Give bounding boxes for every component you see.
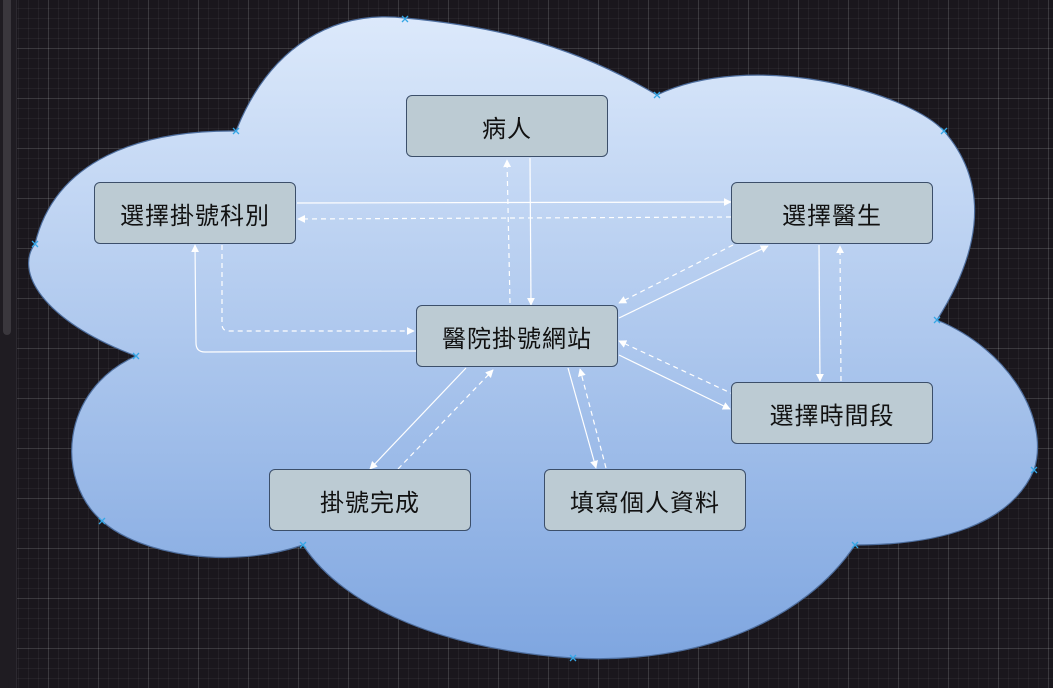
edge-doctor-to-site[interactable] xyxy=(618,244,734,304)
node-select-time[interactable]: 選擇時間段 xyxy=(731,382,933,444)
control-point-icon[interactable] xyxy=(132,352,140,360)
edge-time-to-doctor[interactable] xyxy=(836,245,845,382)
control-point-icon[interactable] xyxy=(232,127,240,135)
edge-site-to-time[interactable] xyxy=(618,354,731,410)
node-fill-personal-info[interactable]: 填寫個人資料 xyxy=(544,469,746,531)
connectors xyxy=(191,157,845,470)
node-registration-done[interactable]: 掛號完成 xyxy=(269,469,471,531)
edge-site-to-patient[interactable] xyxy=(503,159,512,304)
control-point-icon[interactable] xyxy=(933,316,941,324)
edge-info-to-site[interactable] xyxy=(577,368,607,469)
node-hospital-site[interactable]: 醫院掛號網站 xyxy=(416,305,618,367)
edge-site-to-doctor[interactable] xyxy=(618,245,769,319)
edge-done-to-site[interactable] xyxy=(397,369,494,470)
edge-site-to-done[interactable] xyxy=(369,367,467,470)
control-point-icon[interactable] xyxy=(299,541,307,549)
control-point-icon[interactable] xyxy=(98,517,106,525)
node-patient[interactable]: 病人 xyxy=(406,95,608,157)
edge-department-to-doctor[interactable] xyxy=(296,198,732,207)
edge-time-to-site[interactable] xyxy=(618,340,736,396)
node-select-doctor[interactable]: 選擇醫生 xyxy=(731,182,933,244)
node-select-department[interactable]: 選擇掛號科別 xyxy=(94,182,296,244)
control-point-icon[interactable] xyxy=(1030,466,1038,474)
control-point-icon[interactable] xyxy=(851,541,859,549)
control-point-icon[interactable] xyxy=(653,91,661,99)
control-point-icon[interactable] xyxy=(569,654,577,662)
edge-department-to-site[interactable] xyxy=(221,245,415,335)
edge-site-to-info[interactable] xyxy=(567,367,598,469)
left-panel-strip xyxy=(0,0,17,688)
control-point-icon[interactable] xyxy=(31,240,39,248)
edge-site-to-department[interactable] xyxy=(191,244,417,353)
cloud-control-points xyxy=(31,15,1038,662)
control-point-icon[interactable] xyxy=(401,15,409,23)
edge-doctor-to-department[interactable] xyxy=(297,214,732,223)
edge-patient-to-site[interactable] xyxy=(526,157,535,306)
control-point-icon[interactable] xyxy=(940,127,948,135)
scrollbar-thumb[interactable] xyxy=(3,0,11,335)
edge-doctor-to-time[interactable] xyxy=(815,244,824,382)
